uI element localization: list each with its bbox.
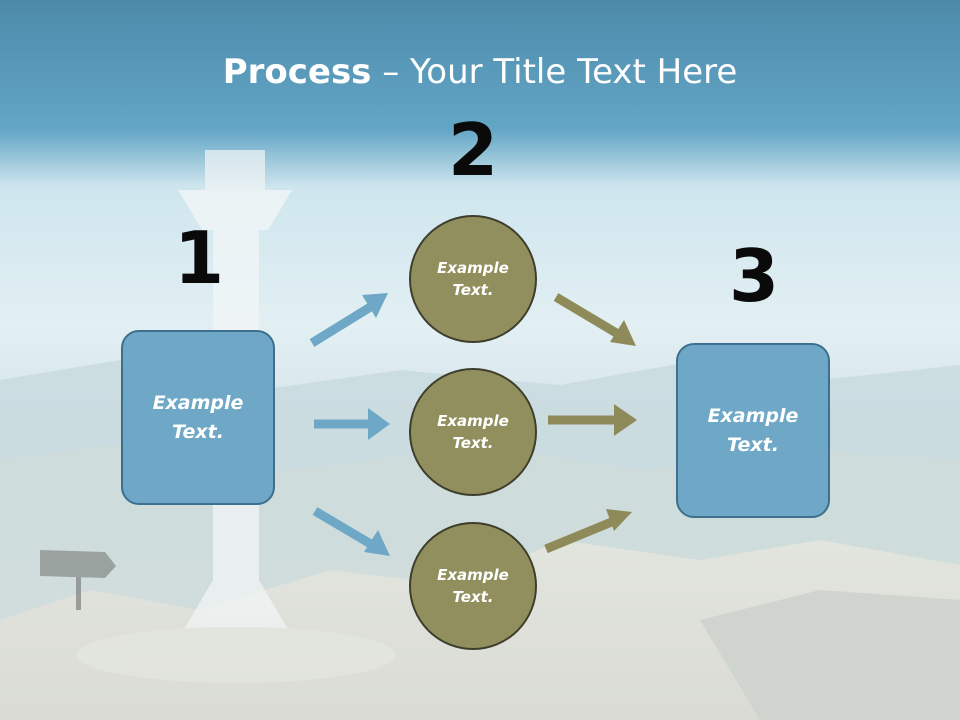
arrow-bottom-to-3: [544, 509, 632, 554]
step-3-text: Example Text.: [707, 405, 799, 456]
step-2-circle-middle: Example Text.: [409, 368, 537, 496]
step-2-circle-bottom: Example Text.: [409, 522, 537, 650]
title-bold: Process: [222, 52, 372, 92]
arrow-1-to-top: [309, 293, 388, 347]
arrow-1-to-bottom: [312, 507, 390, 556]
title-rest: – Your Title Text Here: [371, 52, 738, 92]
step-number-2: 2: [447, 108, 499, 192]
step-2-circle-top: Example Text.: [409, 215, 537, 343]
step-2-text-middle: Example Text.: [437, 411, 509, 453]
step-2-text-top: Example Text.: [437, 258, 509, 300]
slide-title: Process – Your Title Text Here: [0, 52, 960, 92]
step-1-text: Example Text.: [152, 392, 244, 443]
step-number-3: 3: [728, 234, 780, 318]
step-2-text-bottom: Example Text.: [437, 565, 509, 607]
arrow-middle-to-3: [548, 404, 637, 436]
step-3-box: Example Text.: [676, 343, 830, 518]
step-number-1: 1: [173, 216, 225, 300]
arrow-top-to-3: [553, 293, 636, 346]
step-1-box: Example Text.: [121, 330, 275, 505]
arrow-1-to-middle: [314, 408, 390, 440]
